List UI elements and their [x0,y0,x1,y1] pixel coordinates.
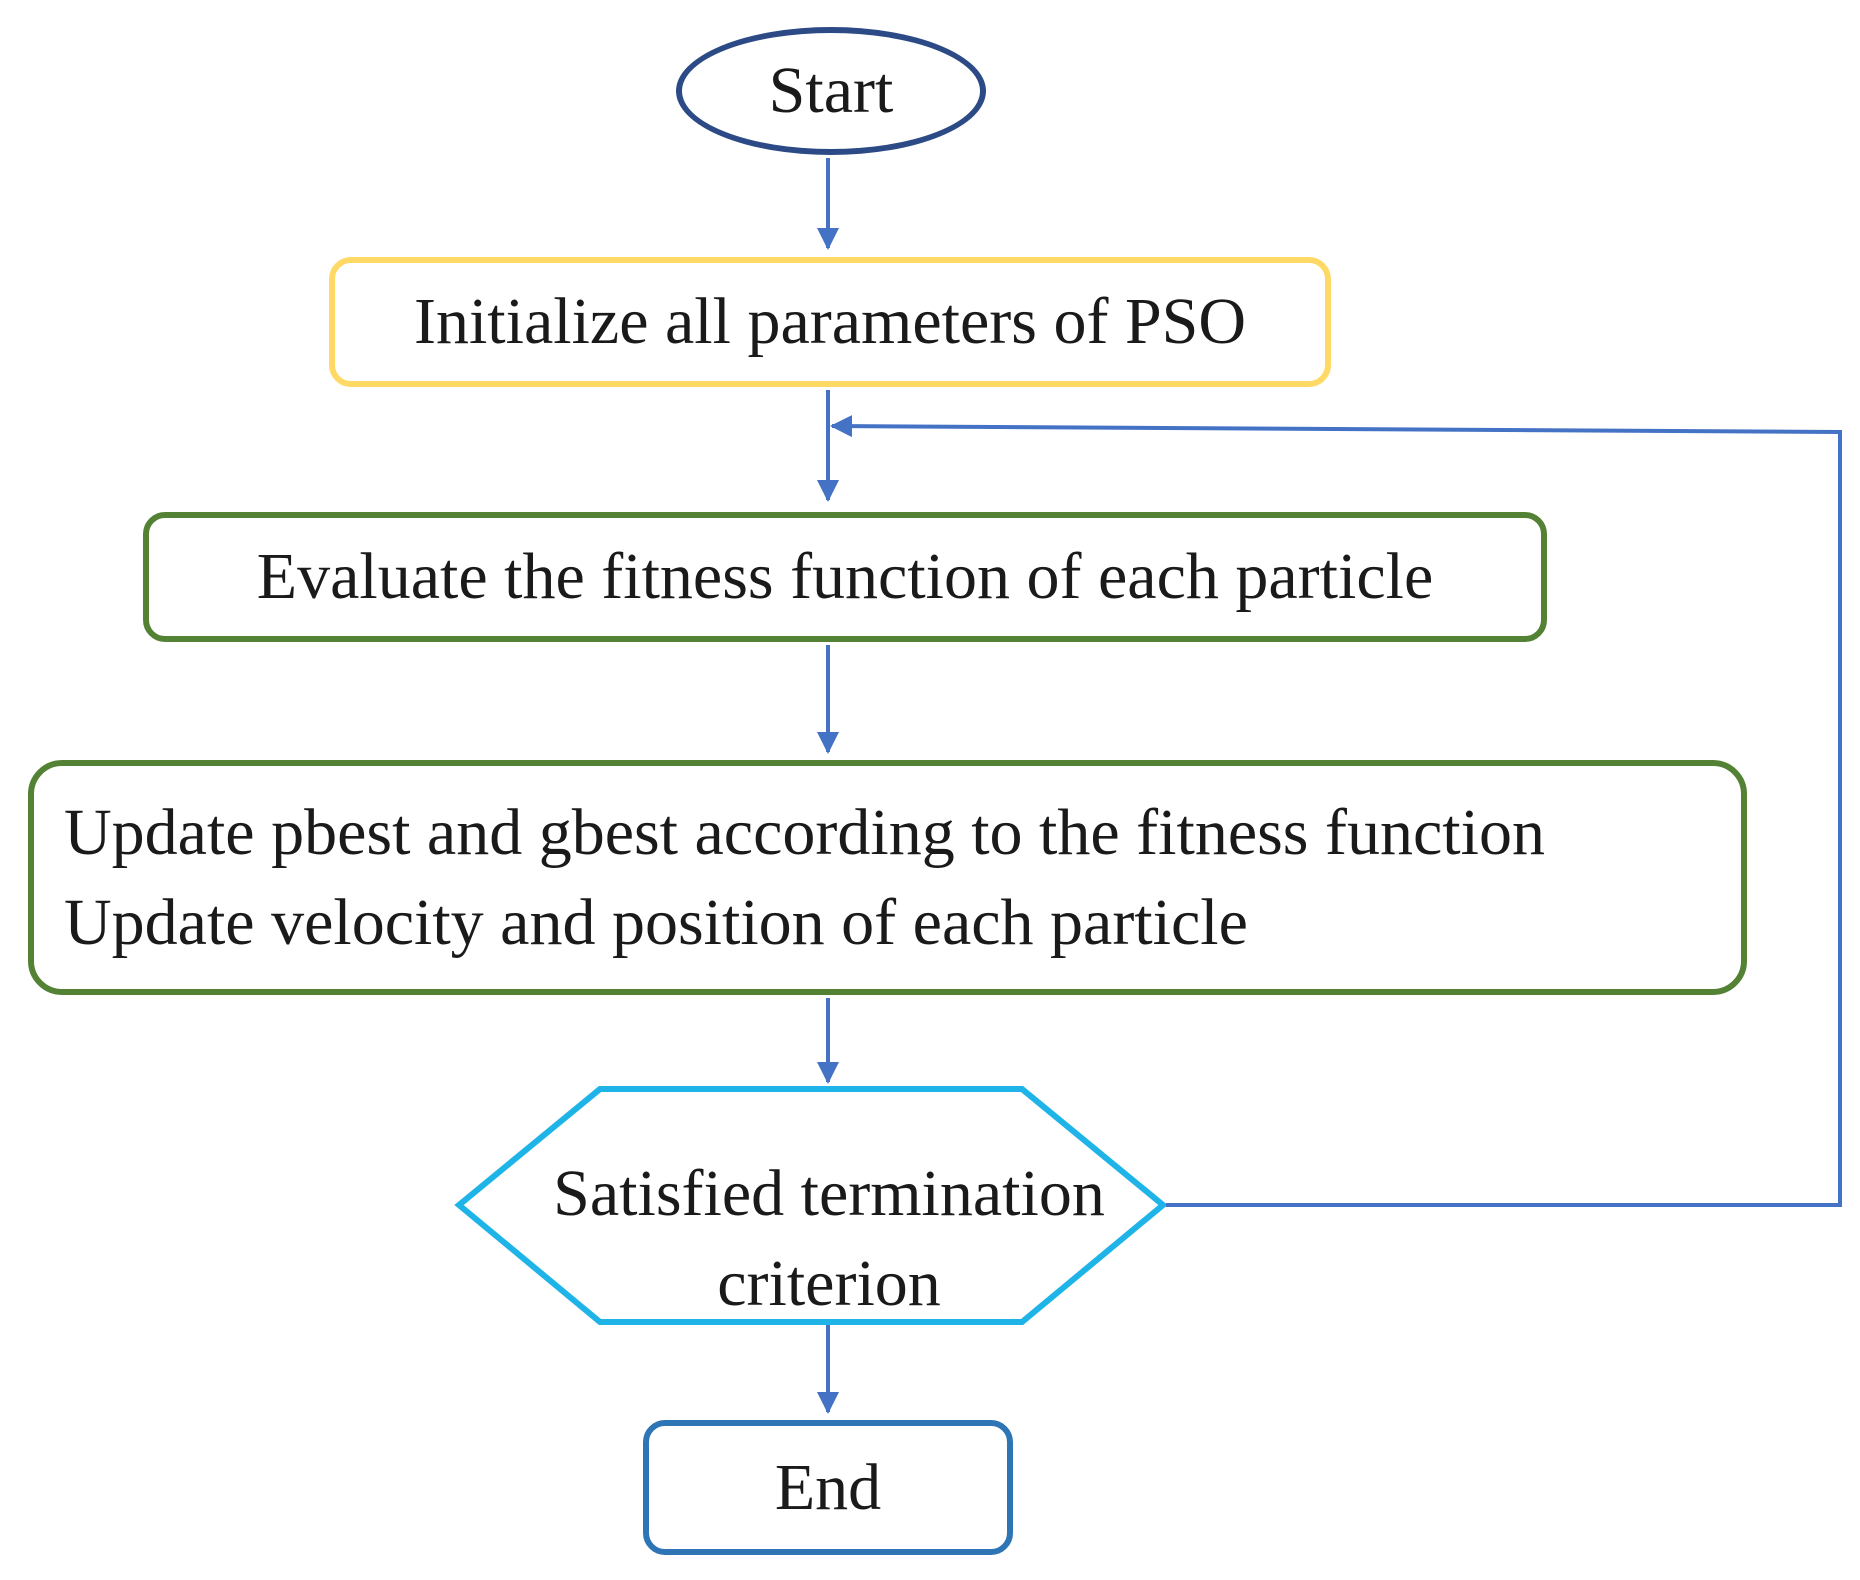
evaluate-label: Evaluate the fitness function of each pa… [256,540,1434,613]
decision-label-line1: Satisfied termination [553,1157,1105,1230]
end-terminal: End [643,1420,1013,1555]
decision-label: Satisfied termination criterion [458,1150,1200,1328]
start-label: Start [768,54,894,127]
initialize-process: Initialize all parameters of PSO [329,257,1331,387]
update-label-line2: Update velocity and position of each par… [64,885,1248,959]
initialize-label: Initialize all parameters of PSO [413,285,1247,358]
update-label-line1: Update pbest and gbest according to the … [64,795,1545,869]
decision-hexagon [454,1086,1168,1325]
start-terminal: Start [676,27,986,155]
arrow-loop-back [830,415,1842,1207]
evaluate-process: Evaluate the fitness function of each pa… [143,512,1547,642]
update-process: Update pbest and gbest according to the … [28,760,1747,995]
end-label: End [774,1450,882,1524]
decision-label-line2: criterion [717,1247,941,1320]
